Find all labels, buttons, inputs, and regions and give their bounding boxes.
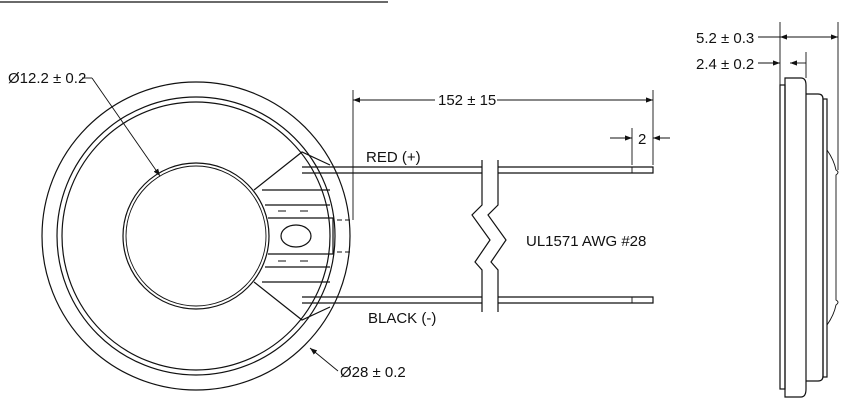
leads (302, 90, 670, 312)
solder-pad (280, 224, 312, 248)
break-line-right (487, 160, 507, 312)
outer-rim (41, 81, 351, 391)
outer-diameter-leader (309, 347, 339, 372)
strip-length-label: 2 (638, 131, 646, 148)
center-dome-inner (125, 165, 267, 307)
side-view (758, 22, 839, 398)
total-height-label: 5.2 ± 0.3 (696, 30, 754, 47)
front-view (41, 77, 351, 391)
wire-spec-label: UL1571 AWG #28 (526, 233, 646, 250)
inner-rim (56, 96, 336, 376)
terminal-board (253, 151, 351, 321)
inner-rim-2 (61, 101, 331, 371)
inner-diameter-leader (91, 77, 161, 177)
red-wire-label: RED (+) (366, 149, 421, 166)
length-label: 152 ± 15 (438, 92, 496, 109)
break-line-left (471, 160, 491, 312)
red-wire (302, 166, 654, 174)
outer-diameter-label: Ø28 ± 0.2 (340, 364, 406, 381)
inner-diameter-label: Ø12.2 ± 0.2 (8, 70, 86, 87)
rim-height-label: 2.4 ± 0.2 (696, 56, 754, 73)
black-wire-label: BLACK (-) (368, 310, 436, 327)
black-wire (302, 296, 654, 304)
center-dome (122, 162, 270, 310)
